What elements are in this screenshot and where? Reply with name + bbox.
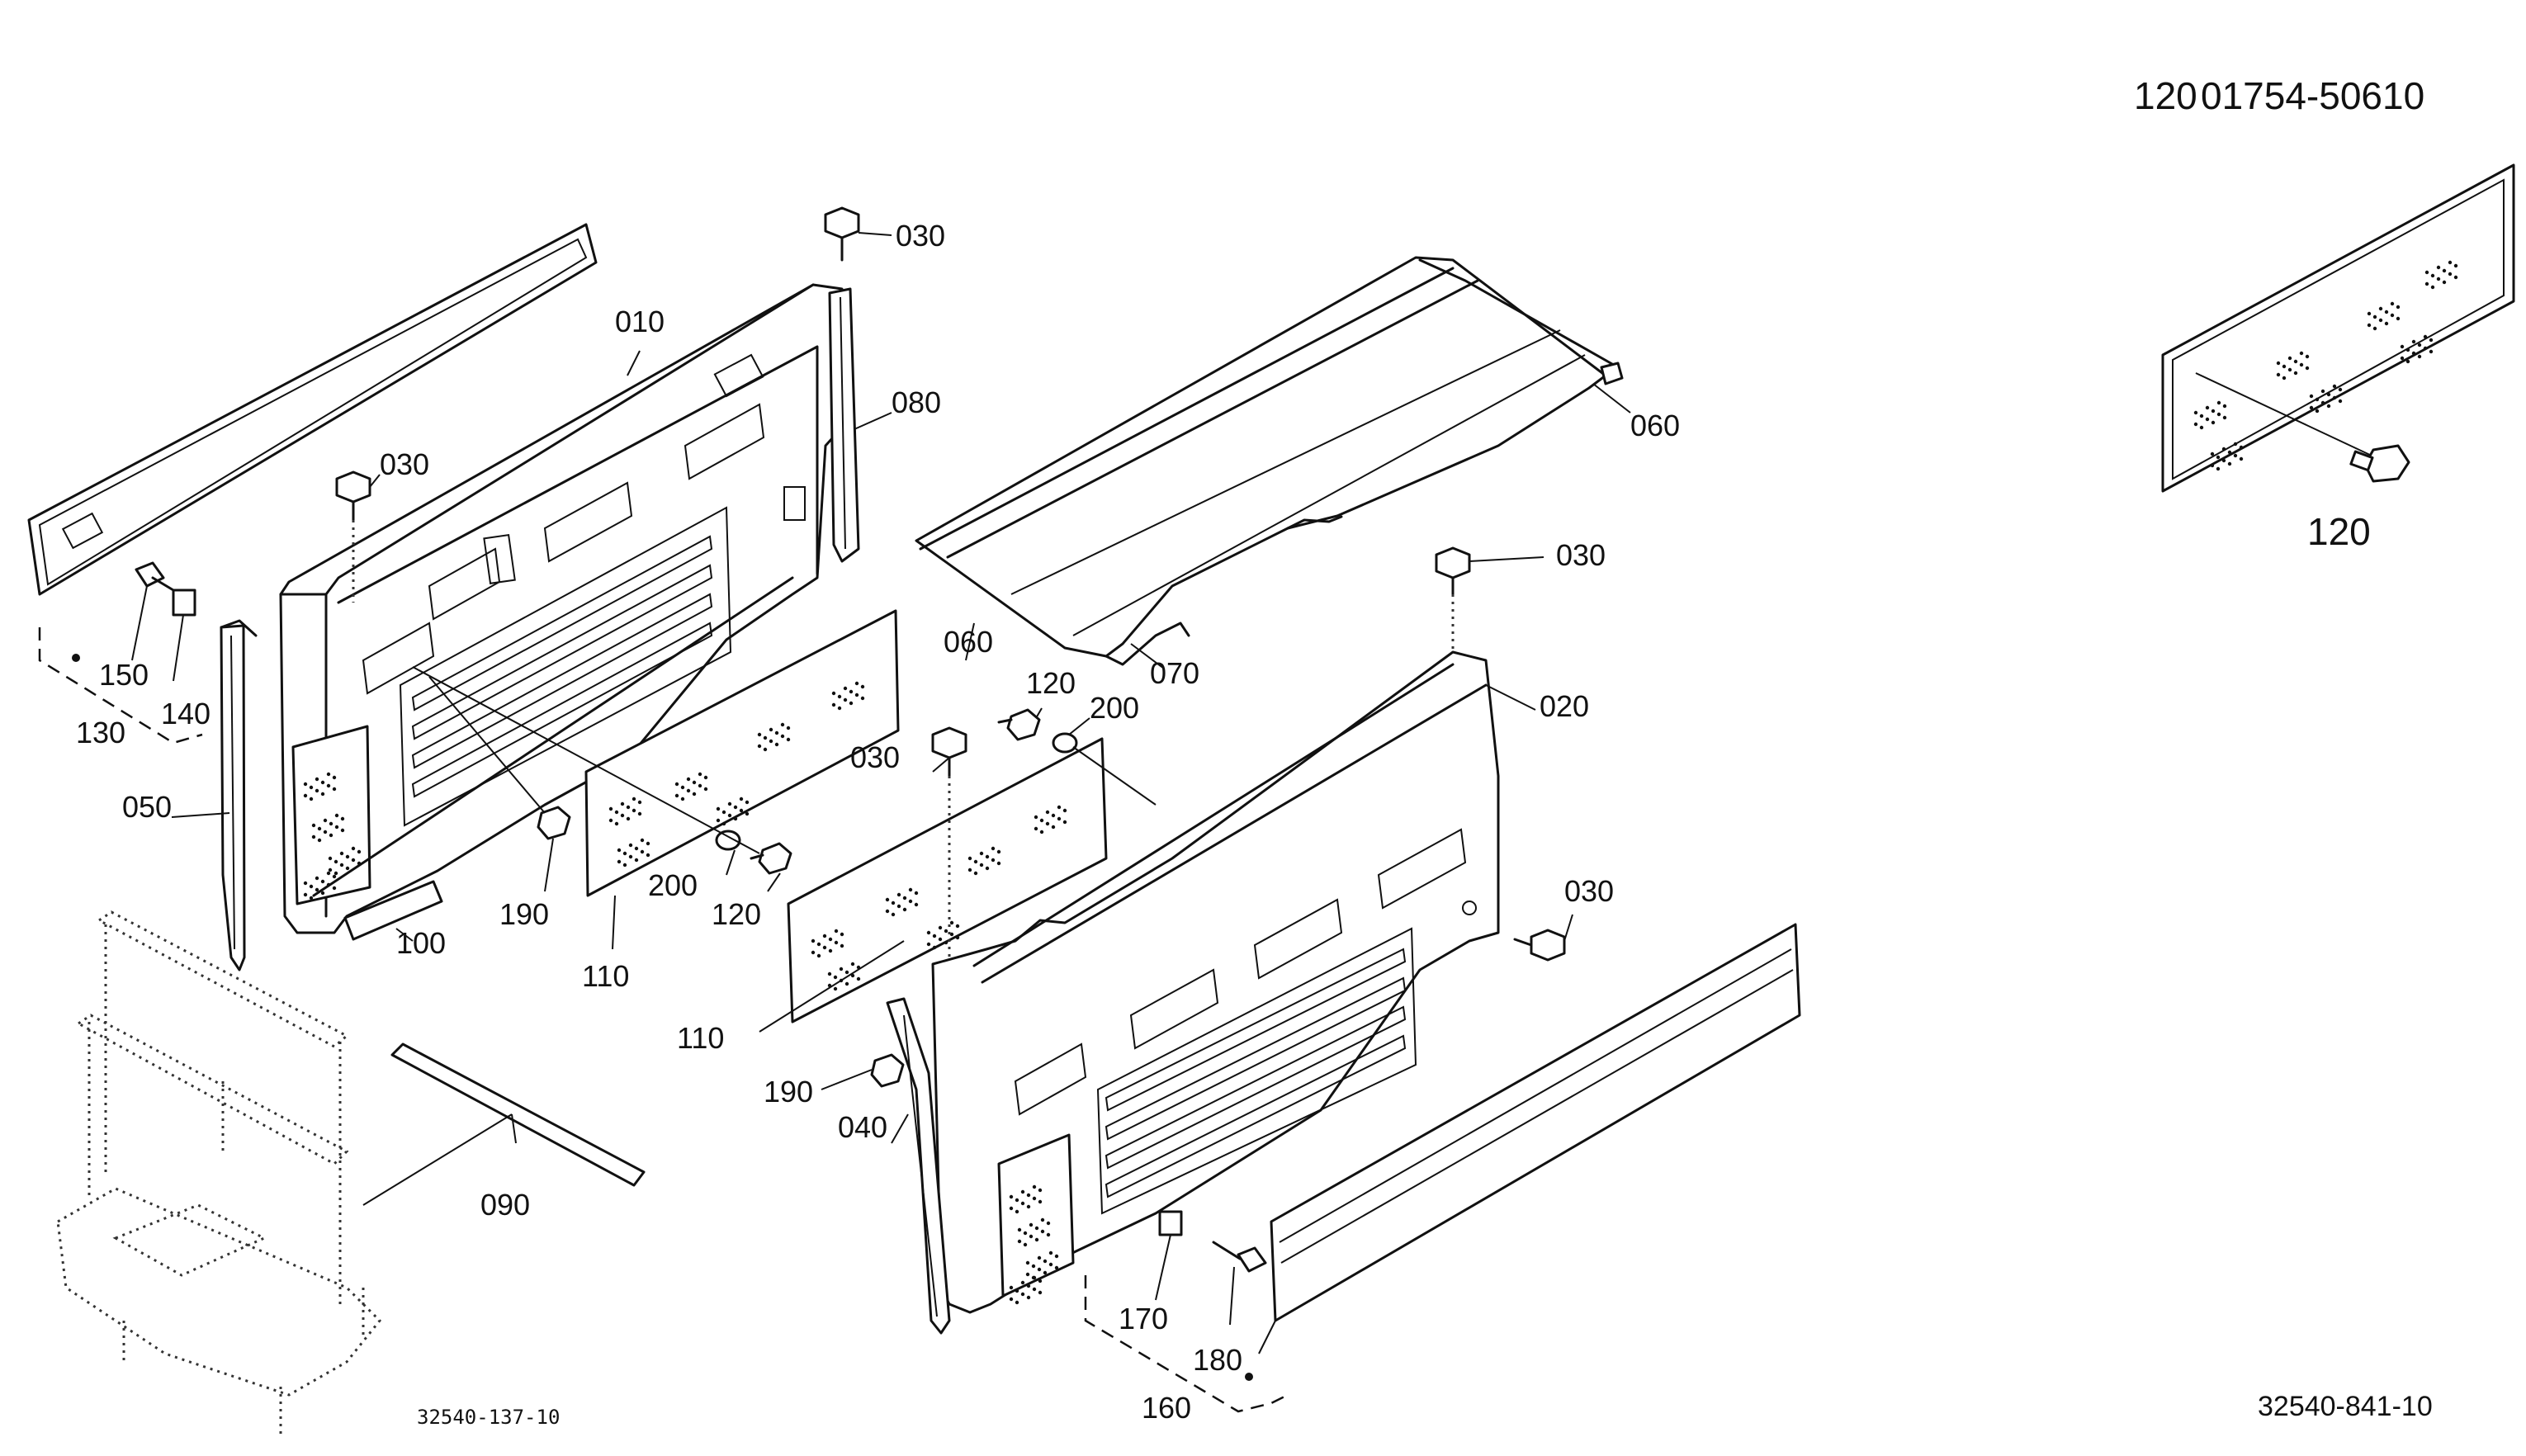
part-120-bolt-a — [750, 842, 792, 875]
callout-030-e: 030 — [1564, 874, 1614, 908]
part-130-trim-strip — [27, 223, 598, 596]
callout-160: 160 — [1142, 1391, 1191, 1425]
callout-140: 140 — [161, 697, 210, 730]
perforation-pattern — [811, 805, 1067, 991]
part-050-weatherstrip — [171, 619, 258, 971]
callout-120-a: 120 — [712, 897, 761, 931]
part-200-washer-b — [1052, 732, 1078, 754]
callout-050: 050 — [122, 790, 172, 824]
bracket-160 — [1084, 1275, 1289, 1413]
header-ref-number: 120 — [2134, 74, 2197, 117]
part-110-panel-a — [584, 609, 900, 897]
part-060-roof-panel — [915, 256, 1624, 666]
part-150-screw — [131, 561, 175, 661]
part-190-nut-b — [870, 1053, 905, 1088]
part-190-nut-a — [537, 806, 571, 840]
callout-100: 100 — [396, 926, 446, 960]
part-200-washer-a — [715, 830, 741, 851]
bolt-120-inset — [2349, 444, 2410, 483]
perforation-pattern — [1009, 1184, 1059, 1305]
part-100-bar — [343, 880, 443, 941]
callout-190-a: 190 — [499, 897, 549, 931]
perforation-pattern — [2193, 260, 2458, 471]
part-080-weatherstrip — [828, 287, 860, 563]
reference-figure-code: 32540-137-10 — [417, 1406, 560, 1429]
callout-200-b: 200 — [1090, 691, 1139, 725]
callout-030-a: 030 — [896, 219, 945, 253]
callout-070: 070 — [1150, 656, 1199, 690]
part-090-bar — [362, 1042, 646, 1206]
callout-010: 010 — [615, 305, 665, 338]
callout-130: 130 — [76, 716, 125, 749]
leader-lines — [369, 232, 1631, 1144]
inset-callout-120: 120 — [2307, 510, 2371, 553]
perforation-pattern — [608, 681, 865, 867]
callout-090: 090 — [480, 1188, 530, 1222]
callout-120-b: 120 — [1026, 666, 1076, 700]
part-030-bolt-a — [335, 470, 371, 603]
callout-030-b: 030 — [380, 447, 429, 481]
part-110-panel-b — [787, 737, 1108, 1023]
callout-180: 180 — [1193, 1343, 1242, 1377]
part-030-bolt-c — [1435, 546, 1471, 652]
part-010-door-panel — [279, 283, 844, 934]
callout-080: 080 — [892, 385, 941, 419]
callout-labels: 030 030 030 030 030 010 020 040 050 060 … — [76, 219, 1680, 1425]
callout-150: 150 — [99, 658, 149, 692]
callout-040: 040 — [838, 1110, 887, 1144]
callout-030-c: 030 — [1556, 538, 1606, 572]
part-140-clip — [172, 589, 196, 682]
callout-060-b: 060 — [944, 625, 993, 659]
callout-020: 020 — [1540, 689, 1589, 723]
callout-110-b: 110 — [677, 1021, 724, 1055]
part-170-clip — [1155, 1210, 1183, 1301]
part-030-bolt-b — [824, 206, 860, 262]
part-040-weatherstrip — [886, 997, 951, 1335]
bracket-130 — [38, 627, 203, 745]
callout-030-d: 030 — [850, 740, 900, 774]
main-figure-code: 32540-841-10 — [2258, 1391, 2433, 1422]
reference-header: 120 01754-50610 — [2134, 74, 2424, 117]
inset-perforated-panel: 120 — [2161, 163, 2515, 553]
callout-060-a: 060 — [1630, 409, 1680, 442]
part-120-bolt-b — [997, 708, 1041, 741]
callout-170: 170 — [1119, 1302, 1168, 1335]
reference-frame-sketch — [56, 910, 382, 1436]
callout-190-b: 190 — [764, 1075, 813, 1109]
part-030-bolt-d — [931, 726, 967, 957]
part-030-bolt-e — [1513, 929, 1566, 962]
part-180-screw — [1212, 1241, 1267, 1326]
header-part-number: 01754-50610 — [2201, 74, 2424, 117]
callout-200-a: 200 — [648, 868, 698, 902]
callout-110-a: 110 — [582, 959, 629, 993]
part-side-trim-strip — [1258, 923, 1801, 1354]
part-020-door-panel — [931, 650, 1500, 1314]
